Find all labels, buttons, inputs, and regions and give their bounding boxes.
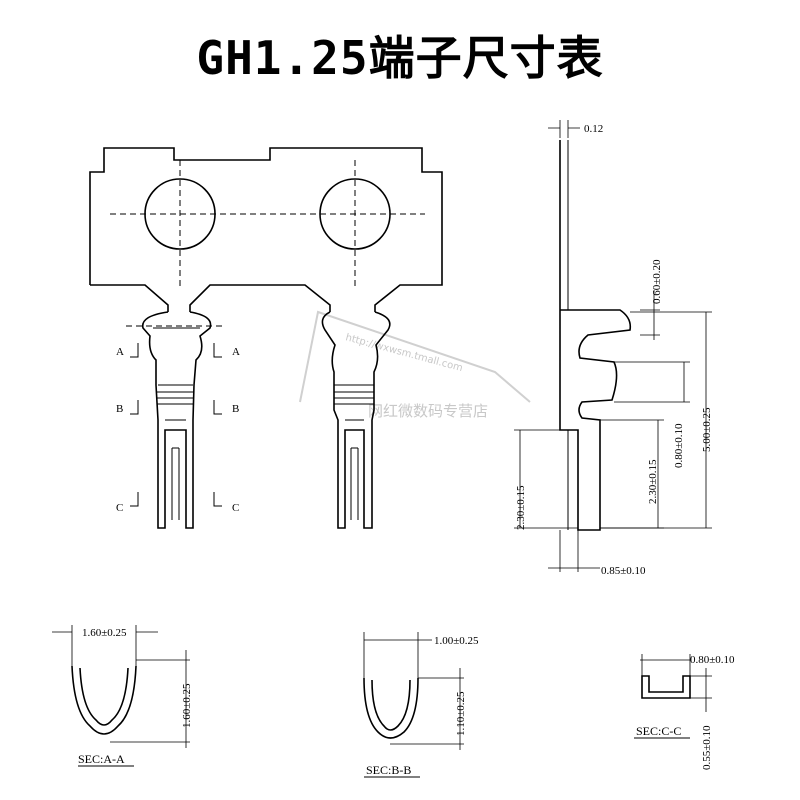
- side-view: [559, 140, 632, 531]
- dim-230-right: 2.30±0.15: [647, 459, 659, 504]
- mark-b-left: B: [116, 403, 123, 415]
- dim-a-height: 1.60±0.25: [181, 683, 193, 728]
- dim-060: 0.60±0.20: [651, 259, 663, 304]
- section-marks: A A B B C C: [116, 343, 240, 514]
- section-b-b: [363, 632, 464, 778]
- dim-c-width: 0.80±0.10: [690, 654, 735, 666]
- dim-230-left: 2.30±0.15: [515, 485, 527, 530]
- label-sec-c: SEC:C-C: [636, 724, 681, 738]
- mark-c-left: C: [116, 502, 123, 514]
- side-dimension-lines: [514, 120, 712, 572]
- watermark-shop: 网红微数码专营店: [368, 402, 488, 420]
- mark-b-right: B: [232, 403, 239, 415]
- dim-b-width: 1.00±0.25: [434, 635, 479, 647]
- carrier-strip: [89, 147, 443, 312]
- label-sec-b: SEC:B-B: [366, 763, 411, 777]
- section-c-c: [634, 654, 712, 739]
- terminal-left: [126, 311, 222, 529]
- section-a-a: [52, 625, 190, 767]
- terminal-right: [321, 311, 391, 529]
- dim-a-width: 1.60±0.25: [82, 627, 127, 639]
- dim-085: 0.85±0.10: [601, 565, 646, 577]
- mark-c-right: C: [232, 502, 239, 514]
- mark-a-right: A: [232, 346, 240, 358]
- watermark-url: http://wxwsm.tmall.com: [344, 332, 464, 374]
- label-sec-a: SEC:A-A: [78, 752, 125, 766]
- dim-500: 5.00±0.25: [701, 407, 713, 452]
- dim-b-height: 1.10±0.25: [455, 691, 467, 736]
- page-title: GH1.25端子尺寸表: [196, 31, 604, 85]
- dim-c-height: 0.55±0.10: [701, 725, 713, 770]
- mark-a-left: A: [116, 346, 124, 358]
- dim-080: 0.80±0.10: [673, 423, 685, 468]
- dim-thickness: 0.12: [584, 123, 603, 135]
